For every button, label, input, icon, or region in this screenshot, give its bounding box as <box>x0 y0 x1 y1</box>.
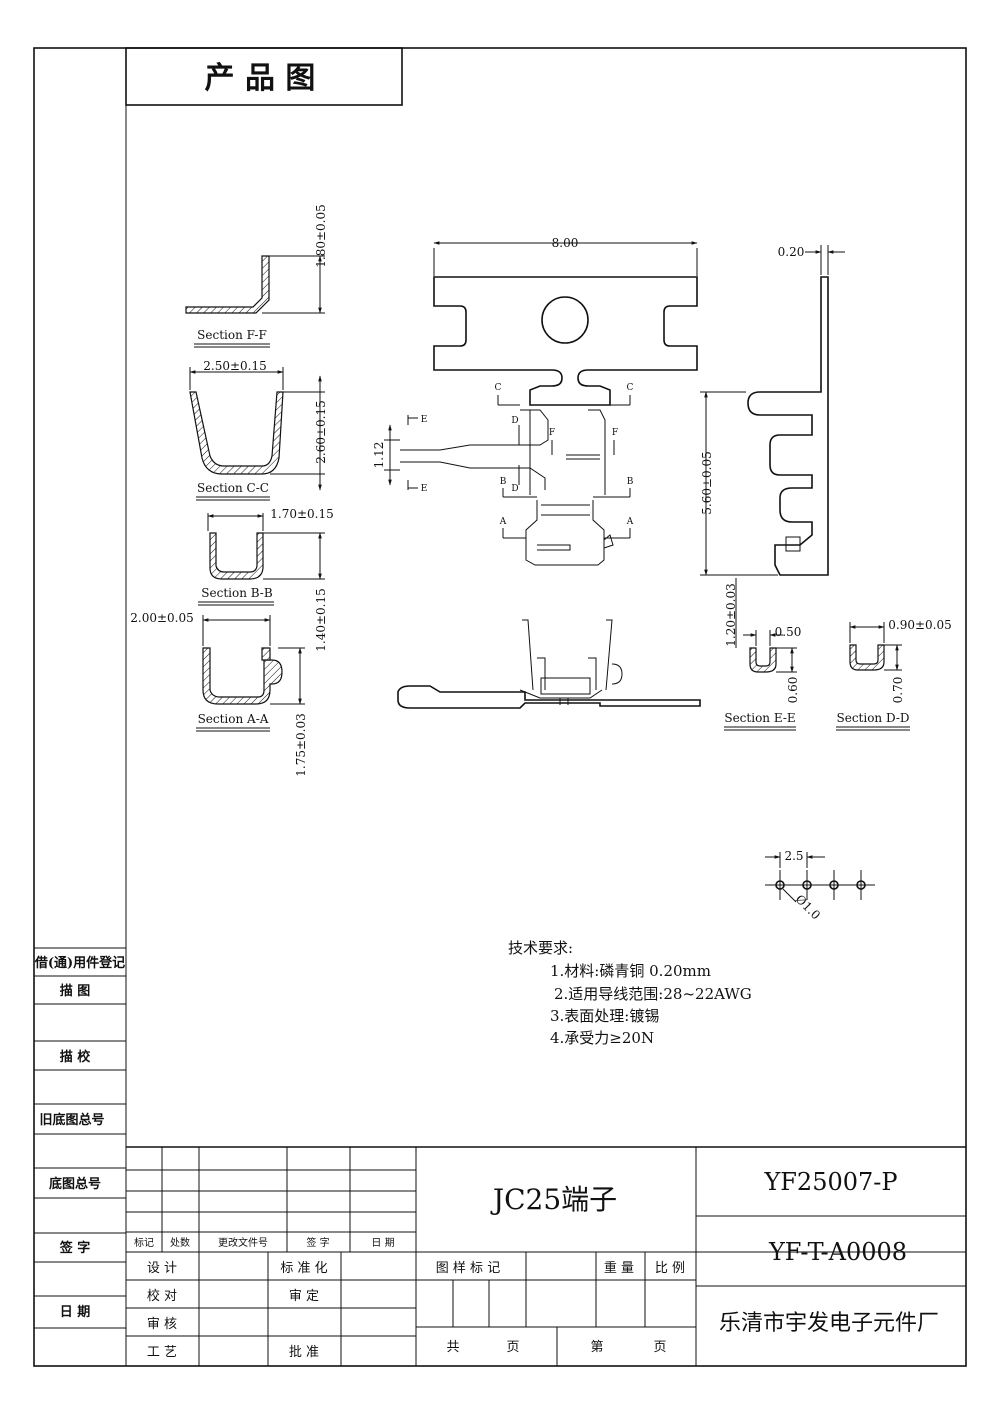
tech-item-2: 2.适用导线范围:28~22AWG <box>554 985 752 1003</box>
dim-main-height: 1.12 <box>372 442 386 469</box>
check-label: 校 对 <box>147 1288 177 1304</box>
title-block: 标记 处数 更改文件号 签 字 日 期 设 计 标 准 化 校 对 审 定 审 … <box>126 1146 966 1366</box>
tech-heading: 技术要求: <box>508 939 573 957</box>
rev-header-docno: 更改文件号 <box>218 1236 268 1249</box>
marker-a-right: A <box>626 517 634 527</box>
drawing-number: YF25007-P <box>763 1168 897 1196</box>
rev-header-mark: 标记 <box>134 1237 154 1249</box>
sample-mark-label: 图 样 标 记 <box>436 1261 500 1276</box>
formed-view <box>397 619 701 709</box>
date-label: 日 期 <box>60 1305 91 1320</box>
audit-label: 审 核 <box>147 1317 177 1332</box>
marker-c-left: C <box>495 383 502 393</box>
standardize-label: 标 准 化 <box>280 1261 327 1276</box>
total-label: 共 <box>446 1340 459 1355</box>
dim-hole: Ø1.0 <box>793 892 823 922</box>
section-bb: 1.70±0.15 1.40±0.15 Section B-B <box>198 507 334 652</box>
side-view: 0.20 5.60±0.05 <box>700 245 845 576</box>
section-dd: 0.90±0.05 0.70 Section D-D <box>836 618 952 731</box>
marker-e-top: E <box>421 415 428 425</box>
marker-a-left: A <box>499 517 507 527</box>
dim-bb-height: 1.40±0.15 <box>314 588 328 652</box>
trace-label: 描 图 <box>60 983 91 999</box>
page-label: 页 <box>506 1340 519 1355</box>
no-label: 第 <box>590 1340 603 1355</box>
company-name: 乐清市宇发电子元件厂 <box>719 1311 939 1336</box>
rev-header-count: 处数 <box>170 1236 190 1249</box>
outer-border <box>33 47 967 1367</box>
dim-cc-height: 2.60±0.15 <box>314 400 328 464</box>
marker-d-top: D <box>511 416 518 426</box>
tech-item-3: 3.表面处理:镀锡 <box>550 1007 659 1025</box>
dim-ee-width: 0.50 <box>775 625 802 639</box>
document-number: YF-T-A0008 <box>768 1238 907 1266</box>
rev-header-date: 日 期 <box>371 1237 394 1249</box>
section-ff: 1.80±0.05 Section F-F <box>185 204 328 348</box>
section-ee-label: Section E-E <box>724 711 795 725</box>
register-label: 借(通)用件登记 <box>34 955 125 971</box>
dim-ee-vertical: 1.20±0.03 <box>724 583 738 647</box>
tech-item-1: 1.材料:磷青铜 0.20mm <box>550 962 711 980</box>
marker-b-right: B <box>627 477 634 487</box>
sign-label: 签 字 <box>59 1240 91 1256</box>
dim-aa-height: 1.75±0.03 <box>294 713 308 777</box>
dim-side-thickness: 0.20 <box>778 245 805 259</box>
tech-item-4: 4.承受力≥20N <box>550 1029 654 1047</box>
trace-check-label: 描 校 <box>60 1049 92 1065</box>
page2-label: 页 <box>653 1340 666 1355</box>
design-label: 设 计 <box>147 1261 177 1276</box>
product-name: JC25端子 <box>490 1183 617 1216</box>
approve-label: 批 准 <box>289 1345 319 1360</box>
left-register: 借(通)用件登记 描 图 描 校 旧底图总号 底图总号 签 字 日 期 <box>34 947 126 1329</box>
weight-label: 重 量 <box>604 1260 634 1276</box>
main-view: 8.00 1.12 C C E E D D F F B <box>372 236 698 566</box>
dim-ee-height: 0.60 <box>786 677 800 704</box>
marker-c-right: C <box>627 383 634 393</box>
section-dd-label: Section D-D <box>837 711 910 725</box>
dim-dd-width: 0.90±0.05 <box>888 618 952 632</box>
dim-bb-width: 1.70±0.15 <box>270 507 334 521</box>
section-cc: 2.50±0.15 2.60±0.15 Section C-C <box>189 359 328 501</box>
marker-b-left: B <box>500 477 507 487</box>
old-no-label: 旧底图总号 <box>39 1112 104 1128</box>
section-ee: 0.50 0.60 1.20±0.03 Section E-E <box>724 578 802 731</box>
dim-cc-width: 2.50±0.15 <box>203 359 267 373</box>
section-aa: 2.00±0.05 1.75±0.03 Section A-A <box>130 611 308 777</box>
section-ff-label: Section F-F <box>197 328 267 342</box>
tech-requirements: 技术要求: 1.材料:磷青铜 0.20mm 2.适用导线范围:28~22AWG … <box>508 939 752 1047</box>
marker-f-left: F <box>549 428 555 438</box>
process-label: 工 艺 <box>147 1345 177 1360</box>
base-no-label: 底图总号 <box>49 1176 101 1192</box>
section-aa-label: Section A-A <box>198 712 269 726</box>
scale-label: 比 例 <box>655 1261 685 1276</box>
dim-aa-width: 2.00±0.05 <box>130 611 194 625</box>
header-box: 产 品 图 <box>125 47 403 106</box>
dim-ff-height: 1.80±0.05 <box>314 204 328 268</box>
dim-dd-height: 0.70 <box>891 677 905 704</box>
marker-f-right: F <box>612 428 618 438</box>
review-label: 审 定 <box>289 1289 319 1304</box>
page-title: 产 品 图 <box>205 61 316 96</box>
marker-d-bottom: D <box>511 484 518 494</box>
dim-side-height: 5.60±0.05 <box>700 451 714 515</box>
section-bb-label: Section B-B <box>201 586 273 600</box>
dim-main-width: 8.00 <box>552 236 579 250</box>
section-cc-label: Section C-C <box>197 481 269 495</box>
dim-pitch: 2.5 <box>784 849 803 863</box>
marker-e-bottom: E <box>421 484 428 494</box>
rev-header-sign: 签 字 <box>306 1236 329 1249</box>
pitch-pattern: 2.5 Ø1.0 <box>765 849 875 922</box>
